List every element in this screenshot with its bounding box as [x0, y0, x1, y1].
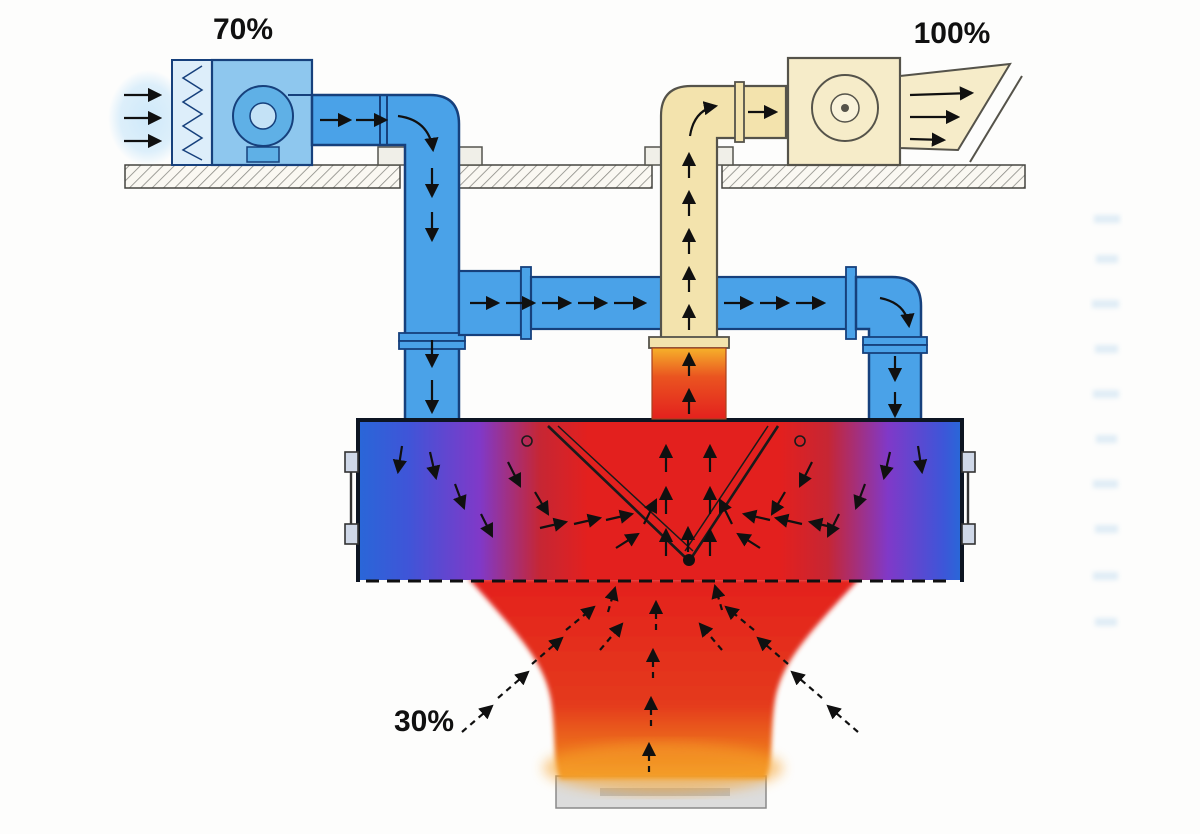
heat-plume — [468, 578, 860, 794]
supply-airflow-arrows — [320, 112, 915, 419]
baffle-apex — [683, 554, 695, 566]
duct-flange — [862, 336, 928, 346]
exhaust-air-system — [648, 56, 1023, 420]
hood-bolt — [521, 435, 533, 447]
exhaust-fan-axle — [841, 104, 849, 112]
duct-flange — [862, 344, 928, 354]
exhaust-outlet-edge — [969, 75, 1023, 163]
exhaust-percentage-label: 100% — [914, 17, 991, 50]
hood-bolt — [794, 435, 806, 447]
hood-interior — [360, 421, 960, 580]
plume-shape — [468, 578, 860, 779]
intake-airflow-arrows — [124, 87, 163, 149]
faint-watermark — [1092, 215, 1120, 626]
hood-left-bracket — [344, 451, 359, 545]
duct-flange — [648, 336, 730, 349]
plume-base-glow — [543, 742, 783, 794]
duct-flange — [734, 81, 745, 143]
extraction-hood — [344, 418, 976, 582]
room-air-percentage-label: 30% — [394, 705, 454, 738]
hood-outline — [356, 418, 964, 582]
hood-right-bracket — [961, 451, 976, 545]
exhaust-airflow-arrows — [681, 86, 975, 414]
intake-filter-box — [171, 59, 213, 166]
supply-fan-motor-base — [246, 146, 280, 163]
supply-duct-main-run — [310, 93, 461, 424]
exhaust-outlet — [899, 62, 1012, 152]
duct-flange — [398, 332, 466, 342]
duct-flange — [845, 266, 857, 340]
supply-air-system — [108, 58, 928, 424]
room-air-entrainment-arrows — [461, 583, 859, 772]
hood-airflow-arrows — [392, 443, 928, 556]
filter-zigzag — [181, 65, 204, 161]
supply-percentage-label: 70% — [213, 13, 273, 46]
supply-fan-hub — [249, 102, 277, 130]
